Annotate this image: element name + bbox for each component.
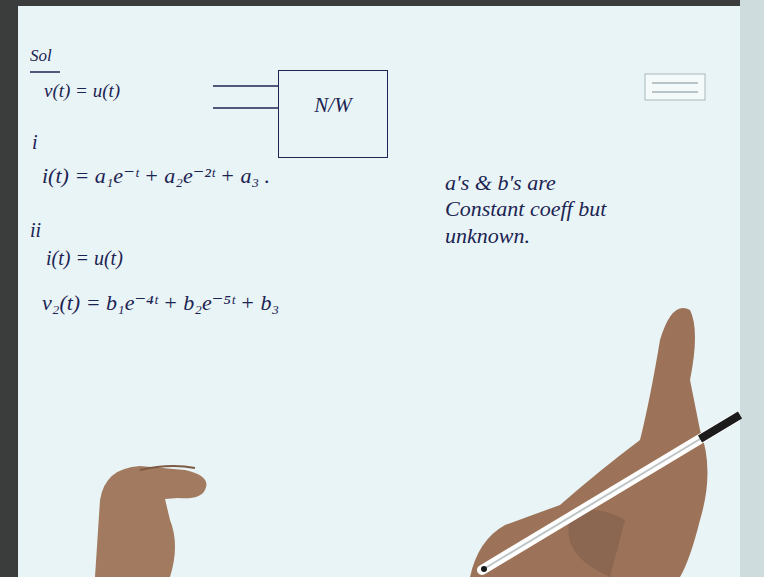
- left-hand: [140, 466, 195, 470]
- paper-edge: [740, 0, 764, 577]
- right-hand: [470, 308, 708, 577]
- part-number: ii: [30, 218, 41, 242]
- pen-tip: [481, 566, 487, 572]
- pen: [482, 418, 735, 570]
- stamp-text: [652, 82, 698, 84]
- equation: i(t) = u(t): [46, 246, 123, 270]
- note: a's & b's are Constant coeff but unknown…: [445, 170, 630, 249]
- heading: Sol: [30, 46, 52, 66]
- left-hand: [95, 466, 206, 577]
- box-label: N/W: [314, 93, 351, 118]
- pen-cap: [700, 415, 740, 439]
- stamp-box: [645, 74, 705, 100]
- pen: [482, 418, 735, 570]
- equation: v(t) = u(t): [44, 80, 120, 103]
- underline: [30, 71, 60, 73]
- terminal-wire: [213, 107, 278, 109]
- stamp-text: [652, 91, 698, 93]
- network-box: N/W: [278, 70, 388, 158]
- right-hand: [568, 510, 625, 577]
- equation: v₂(t) = b₁e⁻⁴ᵗ + b₂e⁻⁵ᵗ + b₃: [42, 290, 279, 316]
- paper: [18, 6, 740, 577]
- part-number: i: [32, 130, 38, 154]
- equation: i(t) = a₁e⁻ᵗ + a₂e⁻²ᵗ + a₃ .: [42, 163, 270, 189]
- terminal-wire: [213, 85, 278, 87]
